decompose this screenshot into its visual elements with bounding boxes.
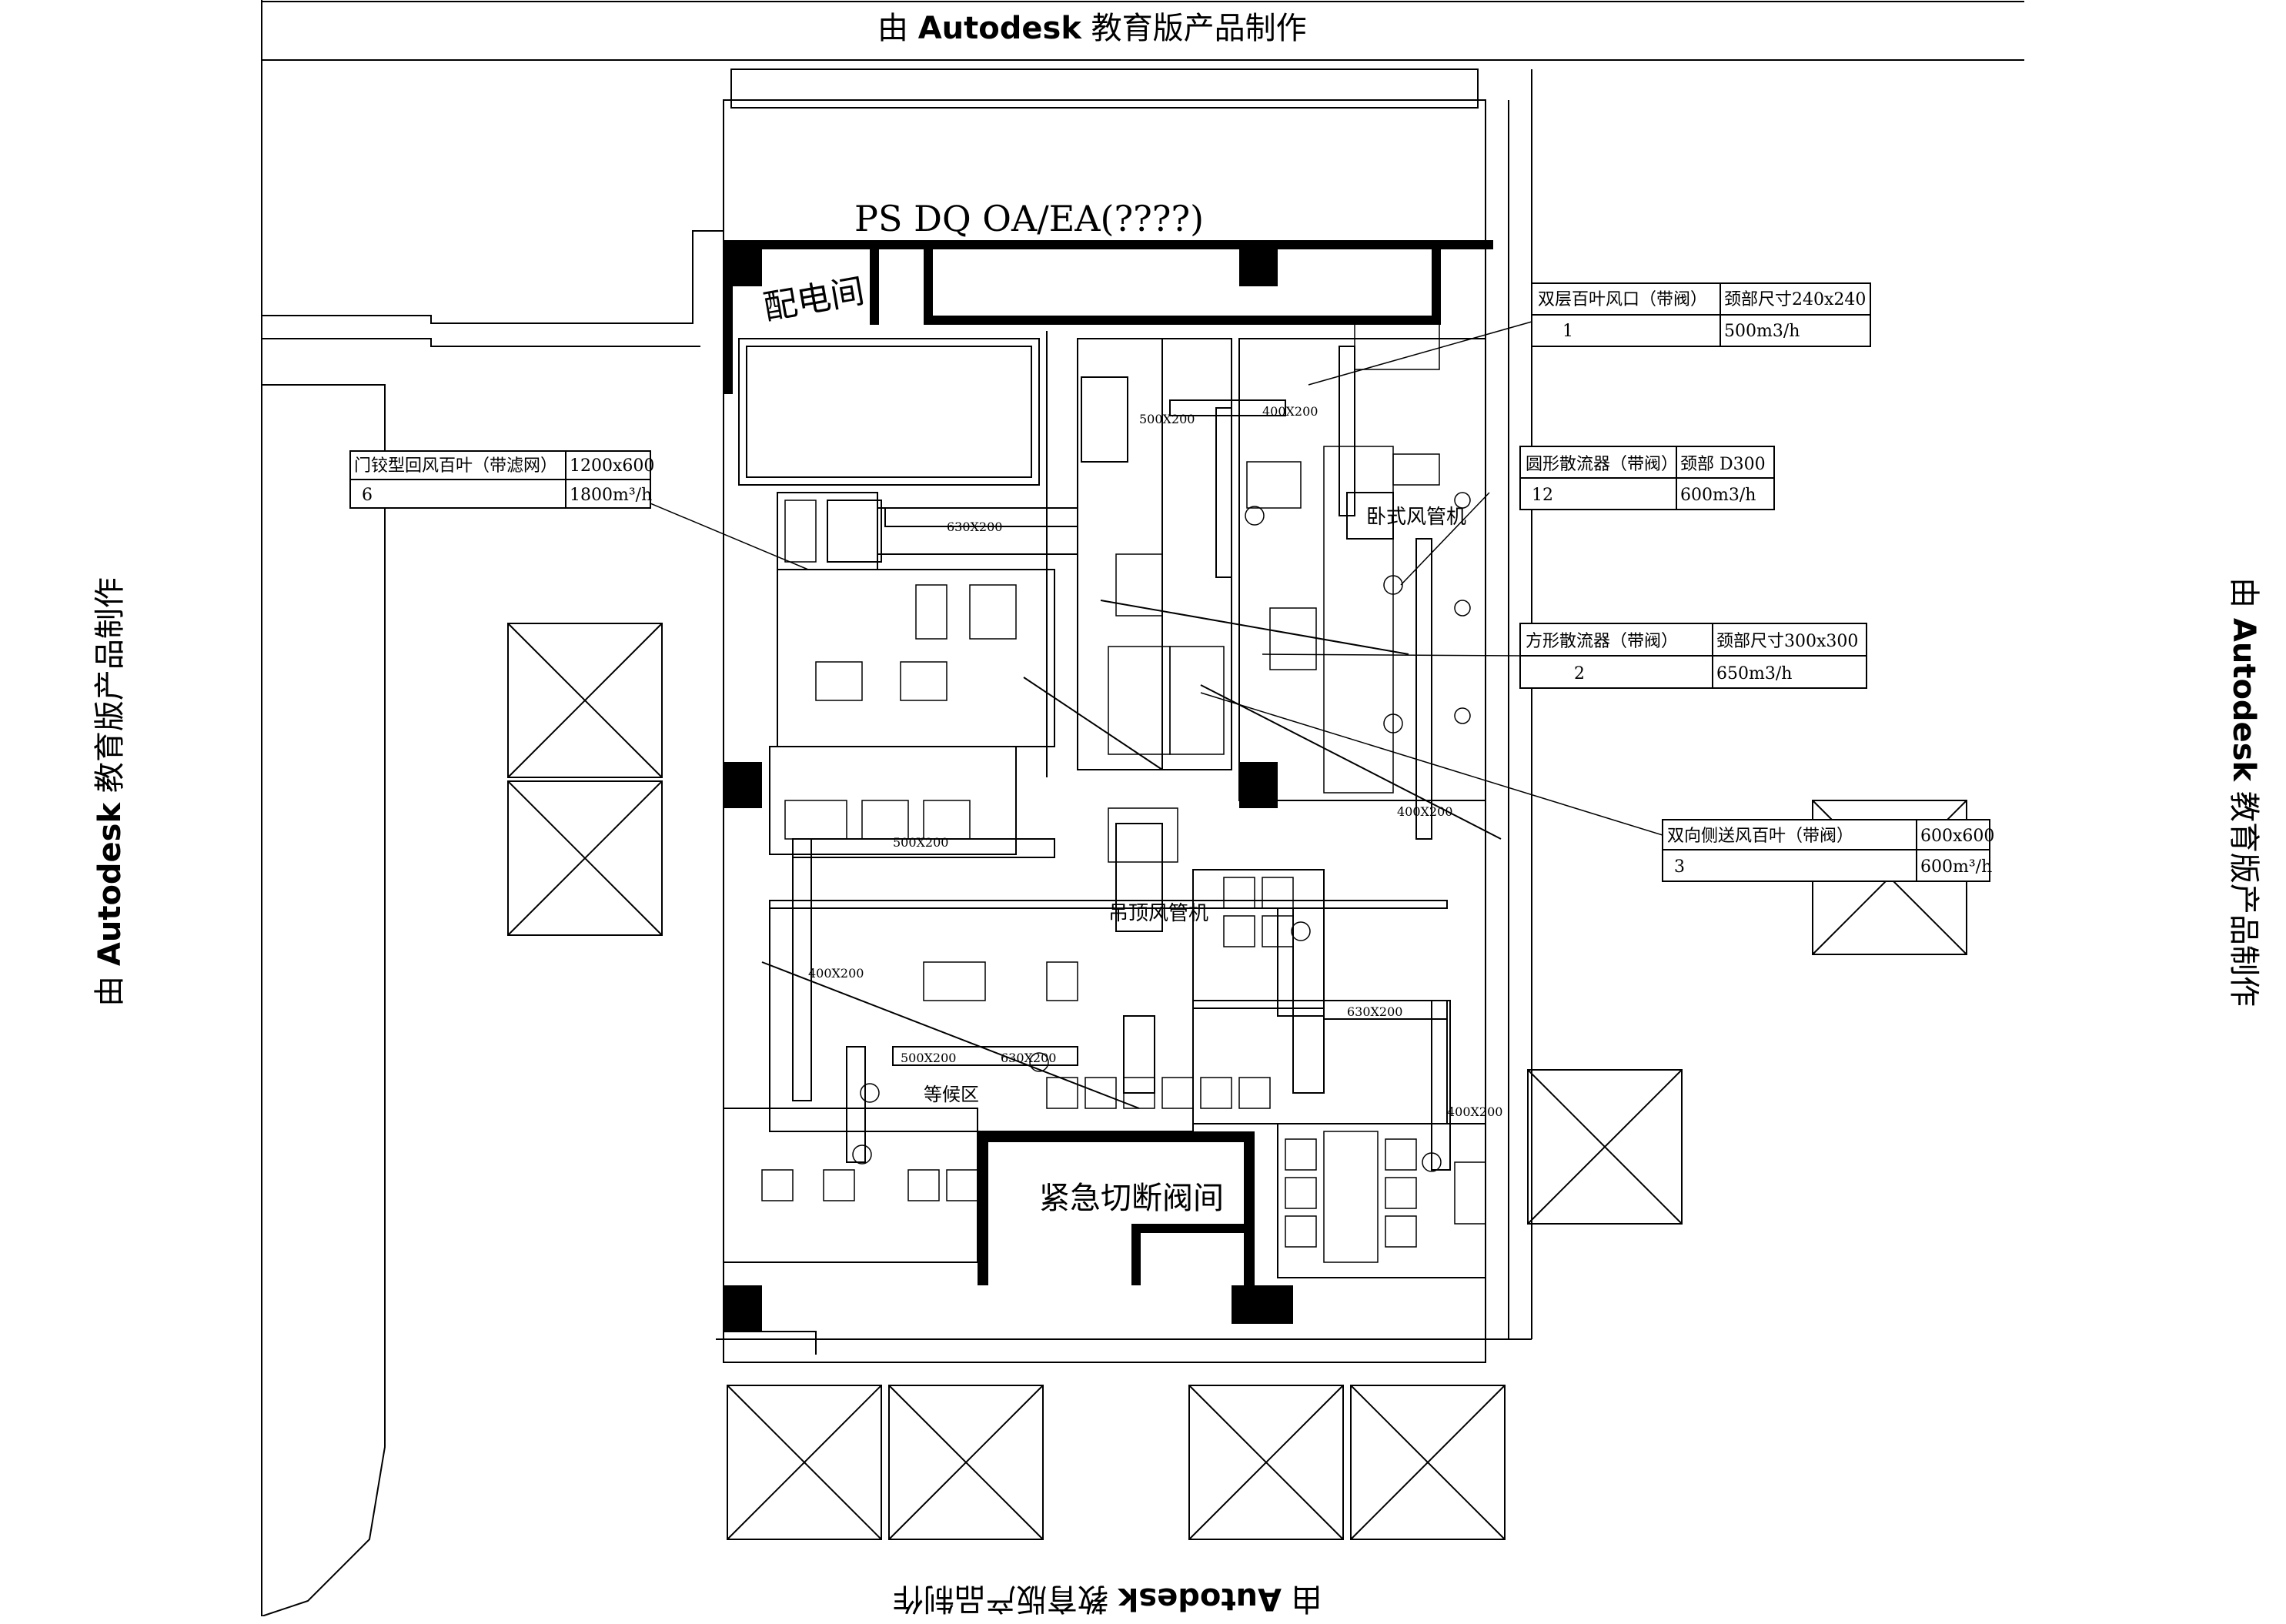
umbrella-table — [1527, 1069, 1683, 1225]
watermark-bottom: 由 Autodesk 教育版产品制作 — [893, 1579, 1322, 1624]
drawing-frame — [261, 0, 2024, 1616]
legend-header: 圆形散流器（带阀） — [1526, 455, 1678, 474]
legend-spec: 颈部 D300 — [1680, 455, 1766, 474]
legend-qty: 2 — [1574, 664, 1585, 683]
legend-table-return-grille: 门铰型回风百叶（带滤网） 1200x600 6 1800m³/h — [349, 450, 654, 509]
legend-header: 方形散流器（带阀） — [1526, 632, 1678, 651]
kitchen-equipment — [784, 322, 1440, 1001]
umbrella-table — [727, 1385, 882, 1540]
header-code-label: PS DQ OA/EA(????) — [854, 198, 1204, 239]
legend-flow: 650m3/h — [1716, 664, 1792, 683]
building-outline — [261, 69, 1532, 1616]
legend-flow: 600m3/h — [1680, 486, 1756, 505]
legend-table-louver: 双层百叶风口（带阀） 颈部尺寸240x240 1 500m3/h — [1531, 282, 1871, 347]
duct-label: 400X200 — [1397, 804, 1452, 819]
fcu-label: 卧式风管机 — [1366, 506, 1466, 529]
interior-partitions — [723, 331, 1502, 1278]
umbrella-table — [1188, 1385, 1344, 1540]
electrical-room-label: 配电间 — [760, 272, 867, 328]
structural-walls — [724, 240, 1493, 1332]
duct-label: 400X200 — [1262, 404, 1318, 419]
watermark-prefix: 由 — [1291, 1581, 1322, 1616]
legend-spec: 颈部尺寸300x300 — [1716, 632, 1858, 651]
umbrella-table — [507, 623, 663, 778]
fcu-label: 吊顶风管机 — [1108, 902, 1208, 925]
legend-spec: 1200x600 — [570, 456, 654, 476]
duct-label: 500X200 — [1139, 412, 1195, 426]
watermark-brand: Autodesk — [917, 11, 1081, 46]
emergency-valve-room-label: 紧急切断阀间 — [1039, 1181, 1224, 1216]
ductwork — [792, 346, 1451, 1171]
air-diffusers — [852, 492, 1471, 1172]
legend-spec: 600x600 — [1920, 827, 1994, 846]
watermark-prefix: 由 — [877, 11, 908, 46]
waiting-area-label: 等候区 — [924, 1084, 979, 1105]
watermark-suffix: 教育版产品制作 — [92, 577, 128, 794]
watermark-right: 由 Autodesk 教育版产品制作 — [2224, 577, 2269, 1007]
watermark-top: 由 Autodesk 教育版产品制作 — [877, 3, 1307, 48]
legend-flow: 500m3/h — [1724, 322, 1800, 341]
watermark-prefix: 由 — [92, 975, 128, 1007]
legend-table-square-diffuser: 方形散流器（带阀） 颈部尺寸300x300 2 650m3/h — [1519, 623, 1867, 689]
legend-flow: 1800m³/h — [570, 486, 652, 505]
fan-coil-units — [827, 376, 1394, 1094]
legend-header: 双层百叶风口（带阀） — [1538, 290, 1707, 309]
outdoor-umbrella-tables — [507, 623, 1967, 1540]
seating-tables — [761, 877, 1486, 1263]
duct-label: 630X200 — [947, 520, 1002, 534]
watermark-brand: Autodesk — [1118, 1581, 1282, 1616]
legend-qty: 6 — [362, 486, 373, 505]
legend-flow: 600m³/h — [1920, 857, 1992, 877]
legend-table-round-diffuser: 圆形散流器（带阀） 颈部 D300 12 600m3/h — [1519, 446, 1775, 510]
legend-table-side-louver: 双向侧送风百叶（带阀） 600x600 3 600m³/h — [1662, 819, 1994, 882]
duct-label: 630X200 — [1001, 1051, 1056, 1065]
watermark-left: 由 Autodesk 教育版产品制作 — [85, 577, 129, 1007]
watermark-suffix: 教育版产品制作 — [1091, 11, 1307, 46]
umbrella-table — [507, 780, 663, 936]
duct-label: 500X200 — [901, 1051, 956, 1065]
duct-label: 400X200 — [1447, 1104, 1502, 1119]
duct-label: 630X200 — [1347, 1004, 1402, 1019]
legend-header: 双向侧送风百叶（带阀） — [1667, 827, 1853, 846]
duct-size-labels: 630X200 500X200 630X200 500X200 400X200 … — [808, 404, 1502, 1119]
equipment-labels: 卧式风管机 吊顶风管机 — [1108, 506, 1466, 925]
duct-label: 500X200 — [893, 835, 948, 850]
watermark-suffix: 教育版产品制作 — [893, 1581, 1108, 1616]
legend-header: 门铰型回风百叶（带滤网） — [354, 456, 557, 476]
legend-qty: 1 — [1562, 322, 1573, 341]
legend-qty: 12 — [1532, 486, 1553, 505]
legend-qty: 3 — [1674, 857, 1685, 877]
umbrella-table — [888, 1385, 1044, 1540]
duct-label: 400X200 — [808, 966, 864, 981]
watermark-prefix: 由 — [2225, 577, 2261, 609]
watermark-suffix: 教育版产品制作 — [2225, 790, 2261, 1007]
legend-tables: 双层百叶风口（带阀） 颈部尺寸240x240 1 500m3/h 门铰型回风百叶… — [349, 282, 1994, 882]
watermark-brand: Autodesk — [2225, 617, 2261, 782]
watermark-brand: Autodesk — [92, 802, 128, 967]
umbrella-table — [1350, 1385, 1506, 1540]
legend-spec: 颈部尺寸240x240 — [1724, 290, 1866, 309]
